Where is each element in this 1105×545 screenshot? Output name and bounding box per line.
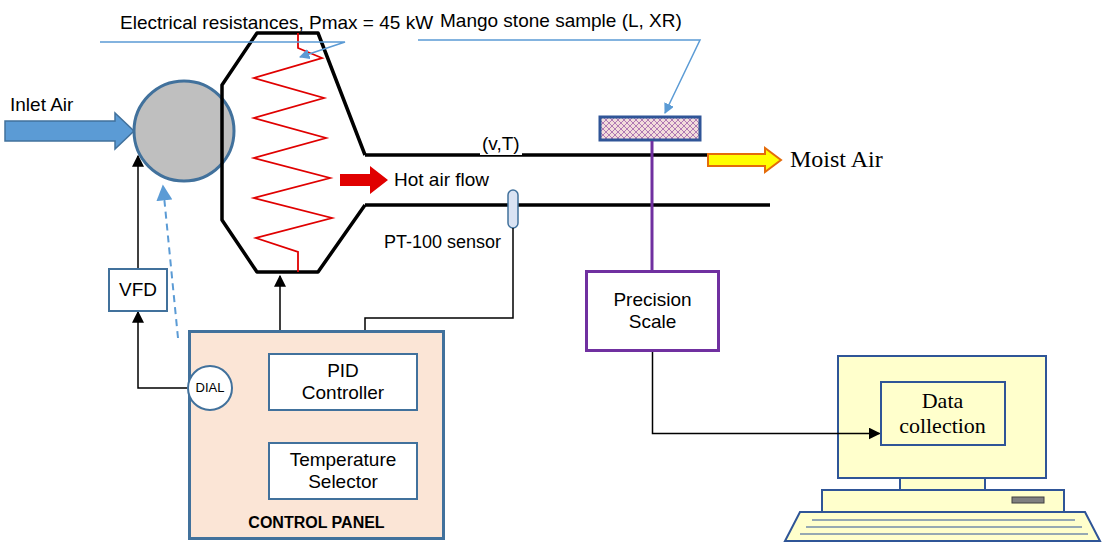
callout-label: Mango stone sample (L, XR)	[440, 10, 682, 32]
scale-rod	[651, 141, 654, 270]
flow-label: Hot air flow	[394, 169, 489, 191]
data-collection-box: Data collection	[880, 381, 1006, 446]
inlet-arrow	[5, 113, 134, 149]
variable-speed-arrow	[163, 186, 178, 338]
moist-air-arrow	[708, 148, 781, 172]
node-label: Data collection	[887, 388, 999, 439]
vfd-box: VFD	[108, 268, 168, 312]
dial-circle: DIAL	[187, 365, 233, 411]
keyboard-keys	[800, 520, 1088, 534]
node-label: Temperature Selector	[287, 449, 400, 493]
keyboard	[785, 512, 1100, 541]
heating-resistance	[254, 33, 332, 272]
monitor	[838, 356, 1046, 478]
precision-scale-box: Precision Scale	[585, 270, 720, 352]
control-panel: CONTROL PANEL DIAL PID ControllerTemperatu…	[188, 330, 445, 540]
node-label: CONTROL PANEL	[248, 514, 384, 532]
mango-stone-sample	[600, 117, 700, 140]
node-label: DIAL	[196, 381, 225, 396]
duct-wall	[365, 203, 770, 207]
signal-connector	[138, 312, 187, 388]
sensor-label: PT-100 sensor	[384, 232, 501, 253]
signal-connector	[653, 352, 880, 434]
node-label: Precision Scale	[598, 289, 708, 333]
heater-housing	[222, 33, 365, 272]
vfd-fan-wire	[137, 156, 139, 268]
temperature-selector-box: Temperature Selector	[268, 442, 418, 500]
flow-label: Moist Air	[790, 146, 883, 174]
measurement-label: (v,T)	[480, 133, 522, 155]
hot-air-arrow	[340, 166, 388, 194]
callout-label: Electrical resistances, Pmax = 45 kW	[120, 12, 433, 34]
leader-line	[100, 42, 345, 57]
pt100-sensor	[508, 190, 518, 228]
computer-case	[822, 490, 1064, 512]
leader-line	[418, 40, 700, 113]
node-label: PID Controller	[287, 360, 400, 404]
flow-label: Inlet Air	[10, 94, 73, 116]
monitor-stand	[900, 478, 985, 490]
fan	[134, 81, 234, 181]
pid-controller-box: PID Controller	[268, 353, 418, 411]
node-label: VFD	[119, 279, 157, 301]
drive-slot	[1012, 497, 1044, 503]
